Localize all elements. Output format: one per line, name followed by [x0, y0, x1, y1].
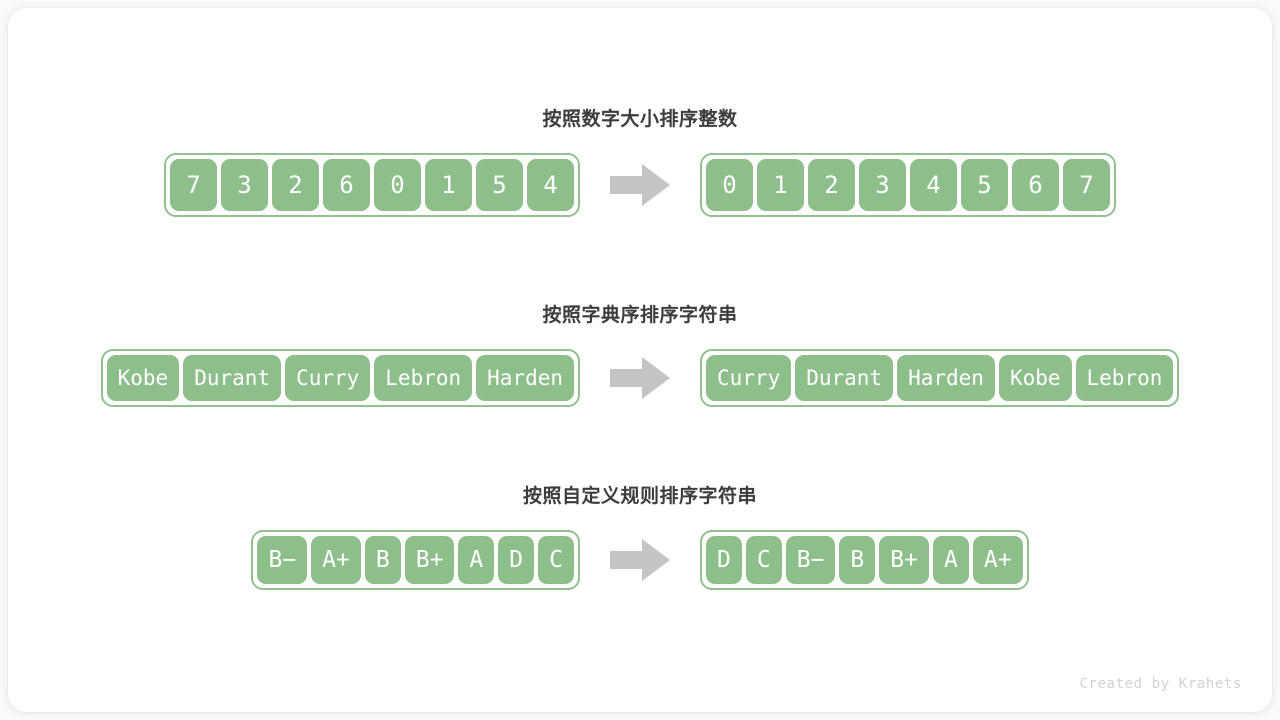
array-cell: B−: [257, 536, 308, 584]
array-cell: B: [364, 536, 401, 584]
array-cell: Harden: [897, 355, 995, 401]
array-cell: B: [839, 536, 876, 584]
array-cell: Lebron: [374, 355, 473, 401]
array-cell: A+: [311, 536, 361, 584]
array-cell: Lebron: [1075, 355, 1174, 401]
array-cell: Curry: [285, 355, 371, 401]
array-cell: B−: [785, 536, 836, 584]
array-cell: 1: [757, 159, 804, 211]
section-title-sort-lexicographic: 按照字典序排序字符串: [542, 305, 738, 326]
credit-text: Created by Krahets: [1079, 676, 1242, 692]
array-cell: C: [745, 536, 782, 584]
array-cell: 2: [272, 159, 319, 211]
array-cell: 4: [910, 159, 957, 211]
array-cell: 7: [1063, 159, 1110, 211]
array-cell: 6: [1012, 159, 1059, 211]
array-cell: Durant: [795, 355, 894, 401]
array-cell: D: [706, 536, 742, 584]
array-cell: B+: [404, 536, 455, 584]
array-cell: C: [538, 536, 574, 584]
array-cell: Harden: [476, 355, 574, 401]
array-cell: 3: [221, 159, 268, 211]
right-arrow-icon: [610, 539, 670, 581]
right-arrow-icon: [610, 357, 670, 399]
section-title-sort-custom-rule: 按照自定义规则排序字符串: [522, 486, 757, 507]
array-cell: 2: [808, 159, 855, 211]
right-arrow-icon: [610, 164, 670, 206]
array-cell: 0: [706, 159, 753, 211]
array-cell: Kobe: [106, 355, 180, 401]
array-cell: 1: [425, 159, 472, 211]
array-cell: 5: [476, 159, 523, 211]
array-cell: 7: [170, 159, 217, 211]
array-cell: A: [932, 536, 969, 584]
array-cell: A+: [972, 536, 1023, 584]
array-cell: 0: [374, 159, 421, 211]
array-cell: 3: [859, 159, 906, 211]
array-cell: D: [498, 536, 535, 584]
section-title-sort-integers: 按照数字大小排序整数: [542, 109, 738, 130]
array-cell: A: [458, 536, 495, 584]
array-cell: 6: [323, 159, 370, 211]
array-cell: 4: [527, 159, 574, 211]
array-cell: Durant: [183, 355, 282, 401]
array-cell: B+: [879, 536, 929, 584]
array-cell: Kobe: [998, 355, 1072, 401]
array-cell: Curry: [706, 355, 792, 401]
array-cell: 5: [961, 159, 1008, 211]
